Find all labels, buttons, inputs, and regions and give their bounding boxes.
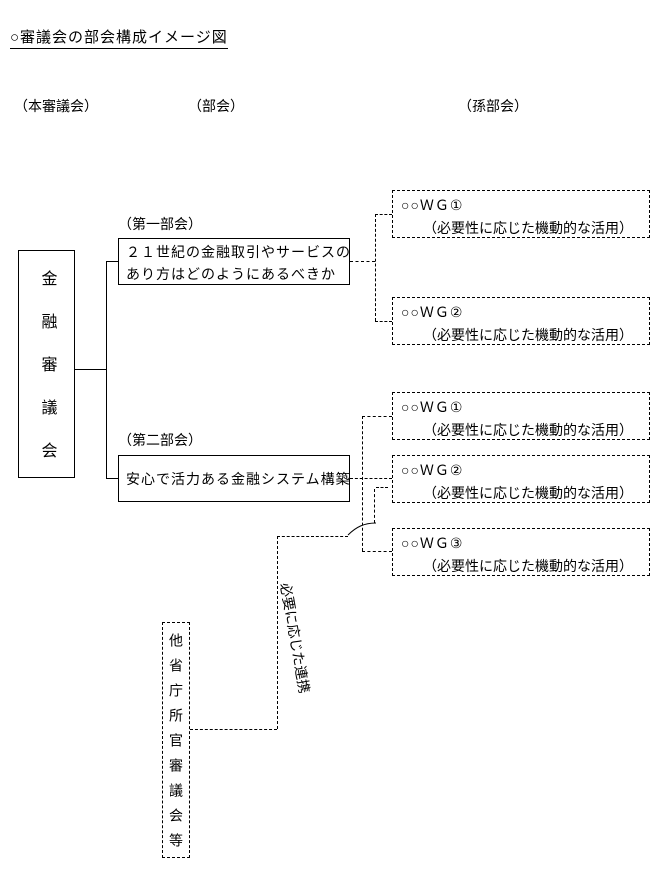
connector-sub2-trunk bbox=[362, 416, 363, 551]
subcommittee1-text-line1: ２１世紀の金融取引やサービスの bbox=[126, 244, 351, 260]
column-header-council: （本審議会） bbox=[14, 98, 98, 114]
connector-sub2-wg3-stub bbox=[362, 551, 392, 552]
sub2-wg3-name: ○○ＷＧ③ bbox=[401, 535, 464, 551]
connector-sub2-feed-wg2 bbox=[350, 478, 392, 479]
cooperation-label: 必要に応じた連携 bbox=[277, 581, 313, 695]
connector-sub2-wg1-stub bbox=[362, 416, 392, 417]
connector-hop-arc bbox=[347, 522, 377, 536]
page-title: ○審議会の部会構成イメージ図 bbox=[10, 26, 228, 49]
subcommittee2-box: 安心で活力ある金融システム構築 bbox=[118, 455, 350, 502]
connector-cooperation-riser bbox=[374, 489, 375, 523]
connector-sub1-trunk bbox=[375, 214, 376, 321]
external-body-box: 他省庁所官審議会等 bbox=[162, 622, 190, 858]
subcommittee2-text-line1: 安心で活力ある金融システム構築 bbox=[126, 470, 351, 487]
connector-council-trunk-h bbox=[75, 369, 106, 370]
column-header-subcommittee: （部会） bbox=[188, 98, 244, 114]
sub2-wg3-box: ○○ＷＧ③ （必要性に応じた機動的な活用） bbox=[392, 528, 650, 576]
connector-sub1-wg2-stub bbox=[375, 321, 392, 322]
connector-cooperation-tip bbox=[376, 487, 388, 488]
sub2-wg1-note: （必要性に応じた機動的な活用） bbox=[423, 422, 633, 438]
connector-council-trunk-v bbox=[106, 261, 107, 478]
sub2-wg2-note: （必要性に応じた機動的な活用） bbox=[423, 485, 633, 501]
subcommittee1-box: ２１世紀の金融取引やサービスの あり方はどのようにあるべきか bbox=[118, 238, 350, 285]
column-header-sub-subcommittee: （孫部会） bbox=[458, 98, 528, 114]
connector-sub1-feed bbox=[350, 261, 375, 262]
subcommittee2-label: （第二部会） bbox=[118, 432, 202, 448]
sub2-wg3-note: （必要性に応じた機動的な活用） bbox=[423, 558, 633, 574]
sub1-wg2-name: ○○ＷＧ② bbox=[401, 304, 464, 320]
sub2-wg1-name: ○○ＷＧ① bbox=[401, 399, 464, 415]
connector-cooperation-h bbox=[277, 536, 348, 537]
subcommittee1-label: （第一部会） bbox=[118, 216, 202, 232]
connector-cooperation-v bbox=[277, 536, 278, 729]
connector-stub-subcommittee1 bbox=[106, 261, 118, 262]
connector-sub1-wg1-stub bbox=[375, 214, 392, 215]
sub1-wg2-note: （必要性に応じた機動的な活用） bbox=[423, 327, 633, 343]
council-box: 金融審議会 bbox=[18, 250, 75, 485]
external-body-name: 他省庁所官審議会等 bbox=[168, 633, 184, 858]
connector-external-h bbox=[190, 729, 277, 730]
sub2-wg2-name: ○○ＷＧ② bbox=[401, 462, 464, 478]
sub2-wg2-box: ○○ＷＧ② （必要性に応じた機動的な活用） bbox=[392, 455, 650, 503]
sub1-wg1-note: （必要性に応じた機動的な活用） bbox=[423, 220, 633, 236]
connector-stub-subcommittee2 bbox=[106, 478, 118, 479]
council-name: 金融審議会 bbox=[38, 270, 56, 485]
subcommittee1-text-line2: あり方はどのようにあるべきか bbox=[126, 266, 336, 282]
sub2-wg1-box: ○○ＷＧ① （必要性に応じた機動的な活用） bbox=[392, 392, 650, 440]
sub1-wg1-box: ○○ＷＧ① （必要性に応じた機動的な活用） bbox=[392, 190, 650, 238]
sub1-wg2-box: ○○ＷＧ② （必要性に応じた機動的な活用） bbox=[392, 297, 650, 345]
sub1-wg1-name: ○○ＷＧ① bbox=[401, 197, 464, 213]
